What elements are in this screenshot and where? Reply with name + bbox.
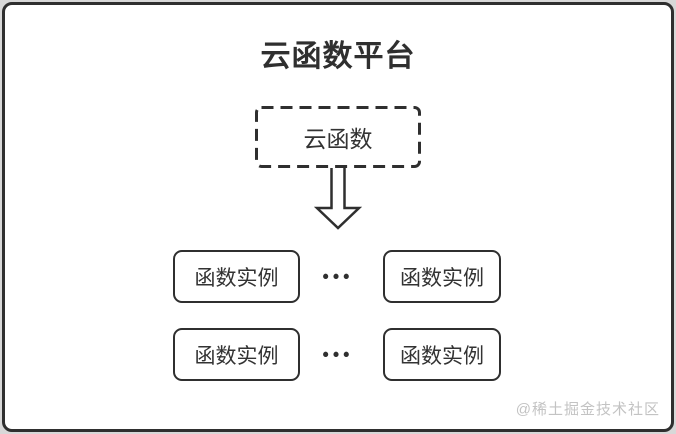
down-arrow-icon	[314, 168, 362, 230]
instance-row: 函数实例 ••• 函数实例	[0, 328, 676, 381]
ellipsis-dots: •••	[322, 344, 354, 365]
watermark: @稀土掘金技术社区	[515, 401, 660, 418]
function-instance-box: 函数实例	[383, 328, 501, 381]
dashed-border	[255, 106, 421, 168]
page-title: 云函数平台	[260, 40, 416, 73]
function-instance-box: 函数实例	[383, 250, 501, 303]
cloud-function-node: 云函数	[255, 106, 421, 168]
function-instance-box: 函数实例	[173, 250, 300, 303]
ellipsis-dots: •••	[322, 266, 354, 287]
function-instance-box: 函数实例	[173, 328, 300, 381]
cloud-function-label: 云函数	[303, 126, 373, 152]
instance-row: 函数实例 ••• 函数实例	[0, 250, 676, 303]
